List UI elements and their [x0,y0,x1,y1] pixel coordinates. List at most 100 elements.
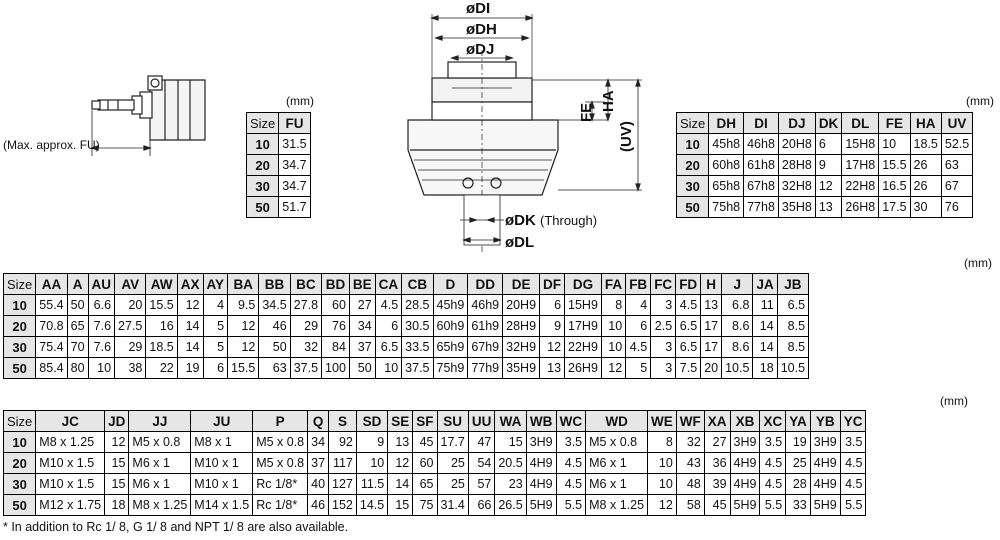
table-cell: 4 [625,294,652,316]
column-header: Q [307,410,330,432]
table-cell: 6 [374,315,403,337]
table-cell: 22H8 [841,175,880,197]
table-cell: 12 [104,431,130,453]
table-cell: 8.6 [721,336,754,358]
table-cell: 6.5 [675,336,702,358]
table-cell: 4.5 [675,294,702,316]
column-header: FE [878,112,911,134]
column-header: JJ [128,410,192,432]
size-cell: 10 [675,133,710,155]
table-cell: 67 [940,175,974,197]
column-header: P [252,410,309,432]
table-cell: 15 [387,494,414,516]
table-cell: 65 [66,315,89,337]
size-cell: 20 [675,154,710,176]
table-cell: 5H9 [525,494,557,516]
column-header: WC [555,410,587,432]
column-header: JA [752,273,778,295]
table-cell: 15.5 [227,357,260,379]
table-cell: M8 x 1.25 [585,494,649,516]
table-cell: 15 [104,473,130,495]
column-header: SD [355,410,389,432]
table-cell: 11 [752,294,778,316]
column-header: JC [35,410,106,432]
size-cell: 30 [2,473,37,495]
table-cell: 25 [436,452,469,474]
table-cell: 5.5 [839,494,867,516]
table-cell: 14 [176,315,204,337]
table-cell: 14 [752,315,778,337]
table-cell: 29 [114,336,147,358]
table-cell: 37 [307,452,330,474]
table-cell: 14 [387,473,414,495]
table-cell: 50 [348,357,376,379]
table-cell: 25 [785,452,811,474]
table-cell: 4.5 [759,473,787,495]
column-header: J [721,273,754,295]
table-cell: 32H9 [502,336,541,358]
table-cell: M6 x 1 [585,473,649,495]
column-header: DI [743,112,779,134]
column-header: AX [176,273,204,295]
table-cell: 5H9 [809,494,841,516]
table-cell: 26.5 [494,494,527,516]
table-cell: 10 [600,336,627,358]
table-cell: 4 [202,294,229,316]
table-cell: 9.5 [227,294,260,316]
table-cell: 4.5 [839,452,867,474]
column-header: AY [202,273,229,295]
column-header: WE [647,410,677,432]
dk-note: (Through) [540,213,598,228]
fu-unit: (mm) [286,94,314,108]
main-unit: (mm) [964,256,992,270]
table-cell: 35H9 [502,357,541,379]
table-cell: 11.5 [355,473,389,495]
table-cell: 14.5 [355,494,389,516]
table-cell: 60h8 [708,154,745,176]
column-header: AA [35,273,68,295]
table-cell: 12 [814,175,843,197]
table-cell: 38 [114,357,147,379]
table-cell: 20H8 [777,133,816,155]
table-cell: 12 [227,315,260,337]
table-cell: 47 [467,431,496,453]
table-cell: 36 [703,452,731,474]
table-cell: 76 [940,196,974,218]
table-cell: 5.5 [555,494,587,516]
table-cell: 26H9 [564,357,602,379]
table-cell: 29 [289,315,323,337]
table-cell: 45h9 [432,294,469,316]
table-cell: M10 x 1.5 [35,473,106,495]
table-cell: 12 [176,294,204,316]
table-cell: 9 [539,315,566,337]
table-cell: 2.5 [650,315,677,337]
table-cell: 9 [814,154,843,176]
column-header: BA [227,273,260,295]
dims-unit: (mm) [966,94,994,108]
column-header: HA [909,112,942,134]
dh-label: øDH [466,21,497,38]
size-cell: 50 [675,196,710,218]
table-cell: 4.5 [555,473,587,495]
table-cell: M10 x 1 [190,473,254,495]
column-header: FD [675,273,702,295]
column-header: CA [374,273,403,295]
table-cell: 15H9 [564,294,602,316]
table-cell: 14 [752,336,778,358]
column-header: DF [539,273,566,295]
table-cell: Rc 1/8* [252,494,309,516]
size-cell: 20 [2,315,37,337]
table-cell: 60 [321,294,350,316]
size-header: Size [245,112,280,134]
table-cell: 34.7 [278,175,311,197]
column-header: AV [114,273,147,295]
